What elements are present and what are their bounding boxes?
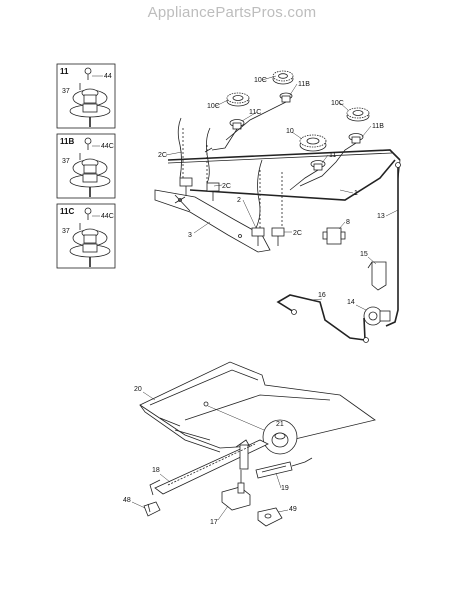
burner-head-10c-left (226, 92, 250, 107)
callout-3: 3 (188, 232, 192, 239)
burner-base-right (348, 133, 364, 144)
igniter-wires (177, 117, 263, 229)
oven-thermostat (363, 306, 391, 326)
callout-16: 16 (318, 292, 326, 299)
inset-title: 11 (60, 67, 69, 76)
oven-burner (149, 439, 269, 496)
inset-label: 44 (104, 73, 112, 80)
callout-18: 18 (152, 467, 160, 474)
callout-49: 49 (289, 506, 297, 513)
oven-igniter (255, 457, 313, 479)
valve-bracket (367, 261, 387, 291)
callout-14: 14 (347, 299, 355, 306)
burner-base-top (279, 92, 293, 103)
pressure-regulator (322, 227, 346, 245)
callout-10c: 10C (254, 77, 267, 84)
orifice-detail (203, 401, 298, 455)
manifold-pipe (167, 149, 401, 201)
callout-19: 19 (281, 485, 289, 492)
callout-1: 1 (354, 190, 358, 197)
inset-label: 44C (101, 213, 114, 220)
callout-2c: 2C (222, 183, 231, 190)
inset-label: 44C (101, 143, 114, 150)
callout-2c: 2C (158, 152, 167, 159)
burner-head-10c-right (346, 107, 370, 122)
oven-supply-tube (385, 162, 401, 327)
callout-11: 11 (329, 152, 336, 159)
inset-label: 37 (62, 228, 70, 235)
burner-tubing (204, 101, 357, 191)
callout-2: 2 (237, 197, 241, 204)
callout-10: 10 (286, 128, 294, 135)
leader-lines (131, 75, 399, 521)
callout-13: 13 (377, 213, 385, 220)
burner-base-left (229, 119, 245, 130)
igniter-block (257, 507, 283, 527)
watermark: AppliancePartsPros.com (147, 4, 317, 21)
mounting-clip (143, 501, 161, 517)
callout-10c: 10C (207, 103, 220, 110)
inset-label: 37 (62, 158, 70, 165)
burner-baffle (139, 361, 376, 453)
inset-label: 37 (62, 88, 70, 95)
callout-21: 21 (276, 421, 284, 428)
burner-base-center (310, 160, 326, 171)
inset-11c: 11C 44C 37 (56, 203, 116, 269)
manifold-bracket (154, 189, 271, 253)
oven-safety-valve (221, 470, 251, 511)
callout-48: 48 (123, 497, 131, 504)
callout-15: 15 (360, 251, 368, 258)
callout-20: 20 (134, 386, 142, 393)
burner-head-10 (299, 134, 327, 152)
callouts: 10C 11B 10C 11C 10C 11B 10 11 2C 2C 2C 2… (123, 77, 385, 526)
inset-title: 11C (60, 207, 74, 216)
callout-11b: 11B (372, 123, 384, 130)
callout-8: 8 (346, 219, 350, 226)
burner-head-10c-top (272, 70, 294, 85)
callout-10c: 10C (331, 100, 344, 107)
callout-2c: 2C (293, 230, 302, 237)
inset-11b: 11B 44C 37 (56, 133, 116, 199)
callout-17: 17 (210, 519, 218, 526)
oven-burner-tube (276, 294, 369, 343)
callout-11c: 11C (249, 109, 261, 116)
inset-title: 11B (60, 137, 74, 146)
inset-11: 11 44 37 (56, 63, 116, 129)
callout-11b: 11B (298, 81, 310, 88)
